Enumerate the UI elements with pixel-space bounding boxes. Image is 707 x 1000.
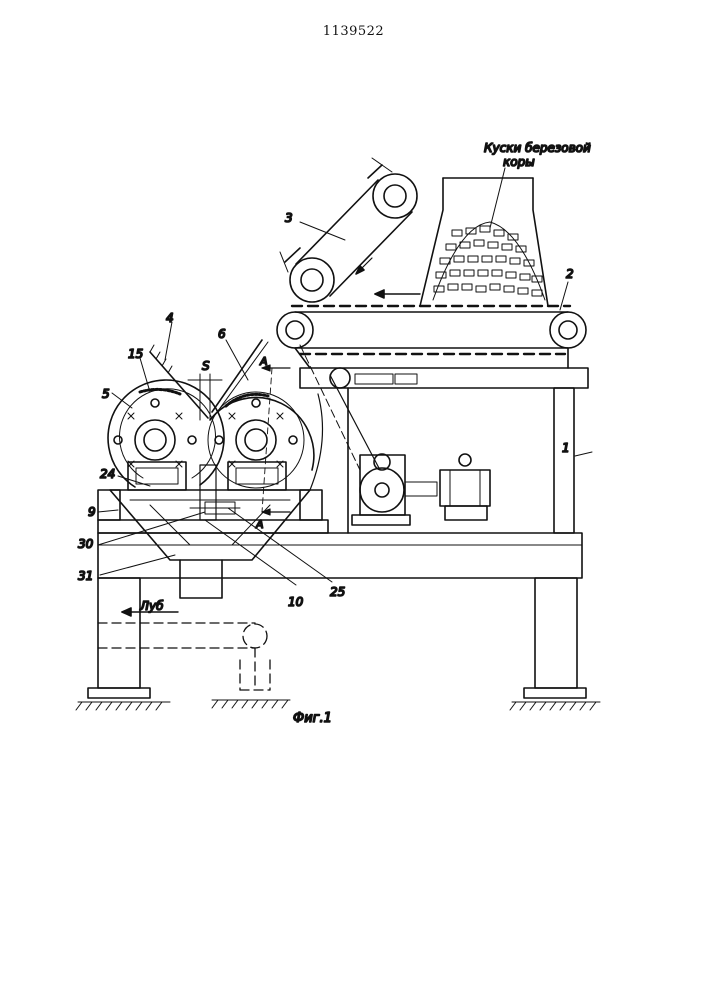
drive-unit: [300, 345, 490, 525]
label-4: 4: [166, 311, 174, 325]
label-3: 3: [285, 211, 293, 225]
label-15: 15: [128, 347, 143, 361]
label-2: 2: [566, 267, 574, 281]
label-30: 30: [78, 537, 94, 551]
pressing-belt: [280, 158, 417, 302]
roll-base-plate: [98, 490, 328, 533]
section-a-bottom-label: A: [255, 518, 264, 531]
figure-caption: Фиг.1: [293, 711, 332, 726]
label-9: 9: [88, 505, 96, 519]
feed-belt-conveyor: [277, 306, 586, 368]
label-1: 1: [562, 441, 570, 455]
bast-takeaway-conveyor: [98, 623, 270, 690]
label-5: 5: [102, 387, 110, 401]
label-6: 6: [218, 327, 226, 341]
label-10: 10: [288, 595, 304, 609]
left-debarking-roll: [108, 380, 224, 490]
section-a-top-label: A: [259, 355, 268, 368]
label-25: 25: [330, 585, 345, 599]
bark-pieces-label-line1: Куски березовой: [484, 141, 591, 155]
feed-chute: [150, 340, 268, 418]
gap-s-label: S: [202, 359, 210, 373]
bark-bunker: [420, 168, 548, 306]
label-24: 24: [100, 467, 115, 481]
bark-pieces-label-line2: коры: [503, 155, 535, 169]
bast-label: Луб: [139, 599, 164, 613]
label-31: 31: [78, 569, 93, 583]
feed-direction-arrow: [375, 290, 420, 298]
